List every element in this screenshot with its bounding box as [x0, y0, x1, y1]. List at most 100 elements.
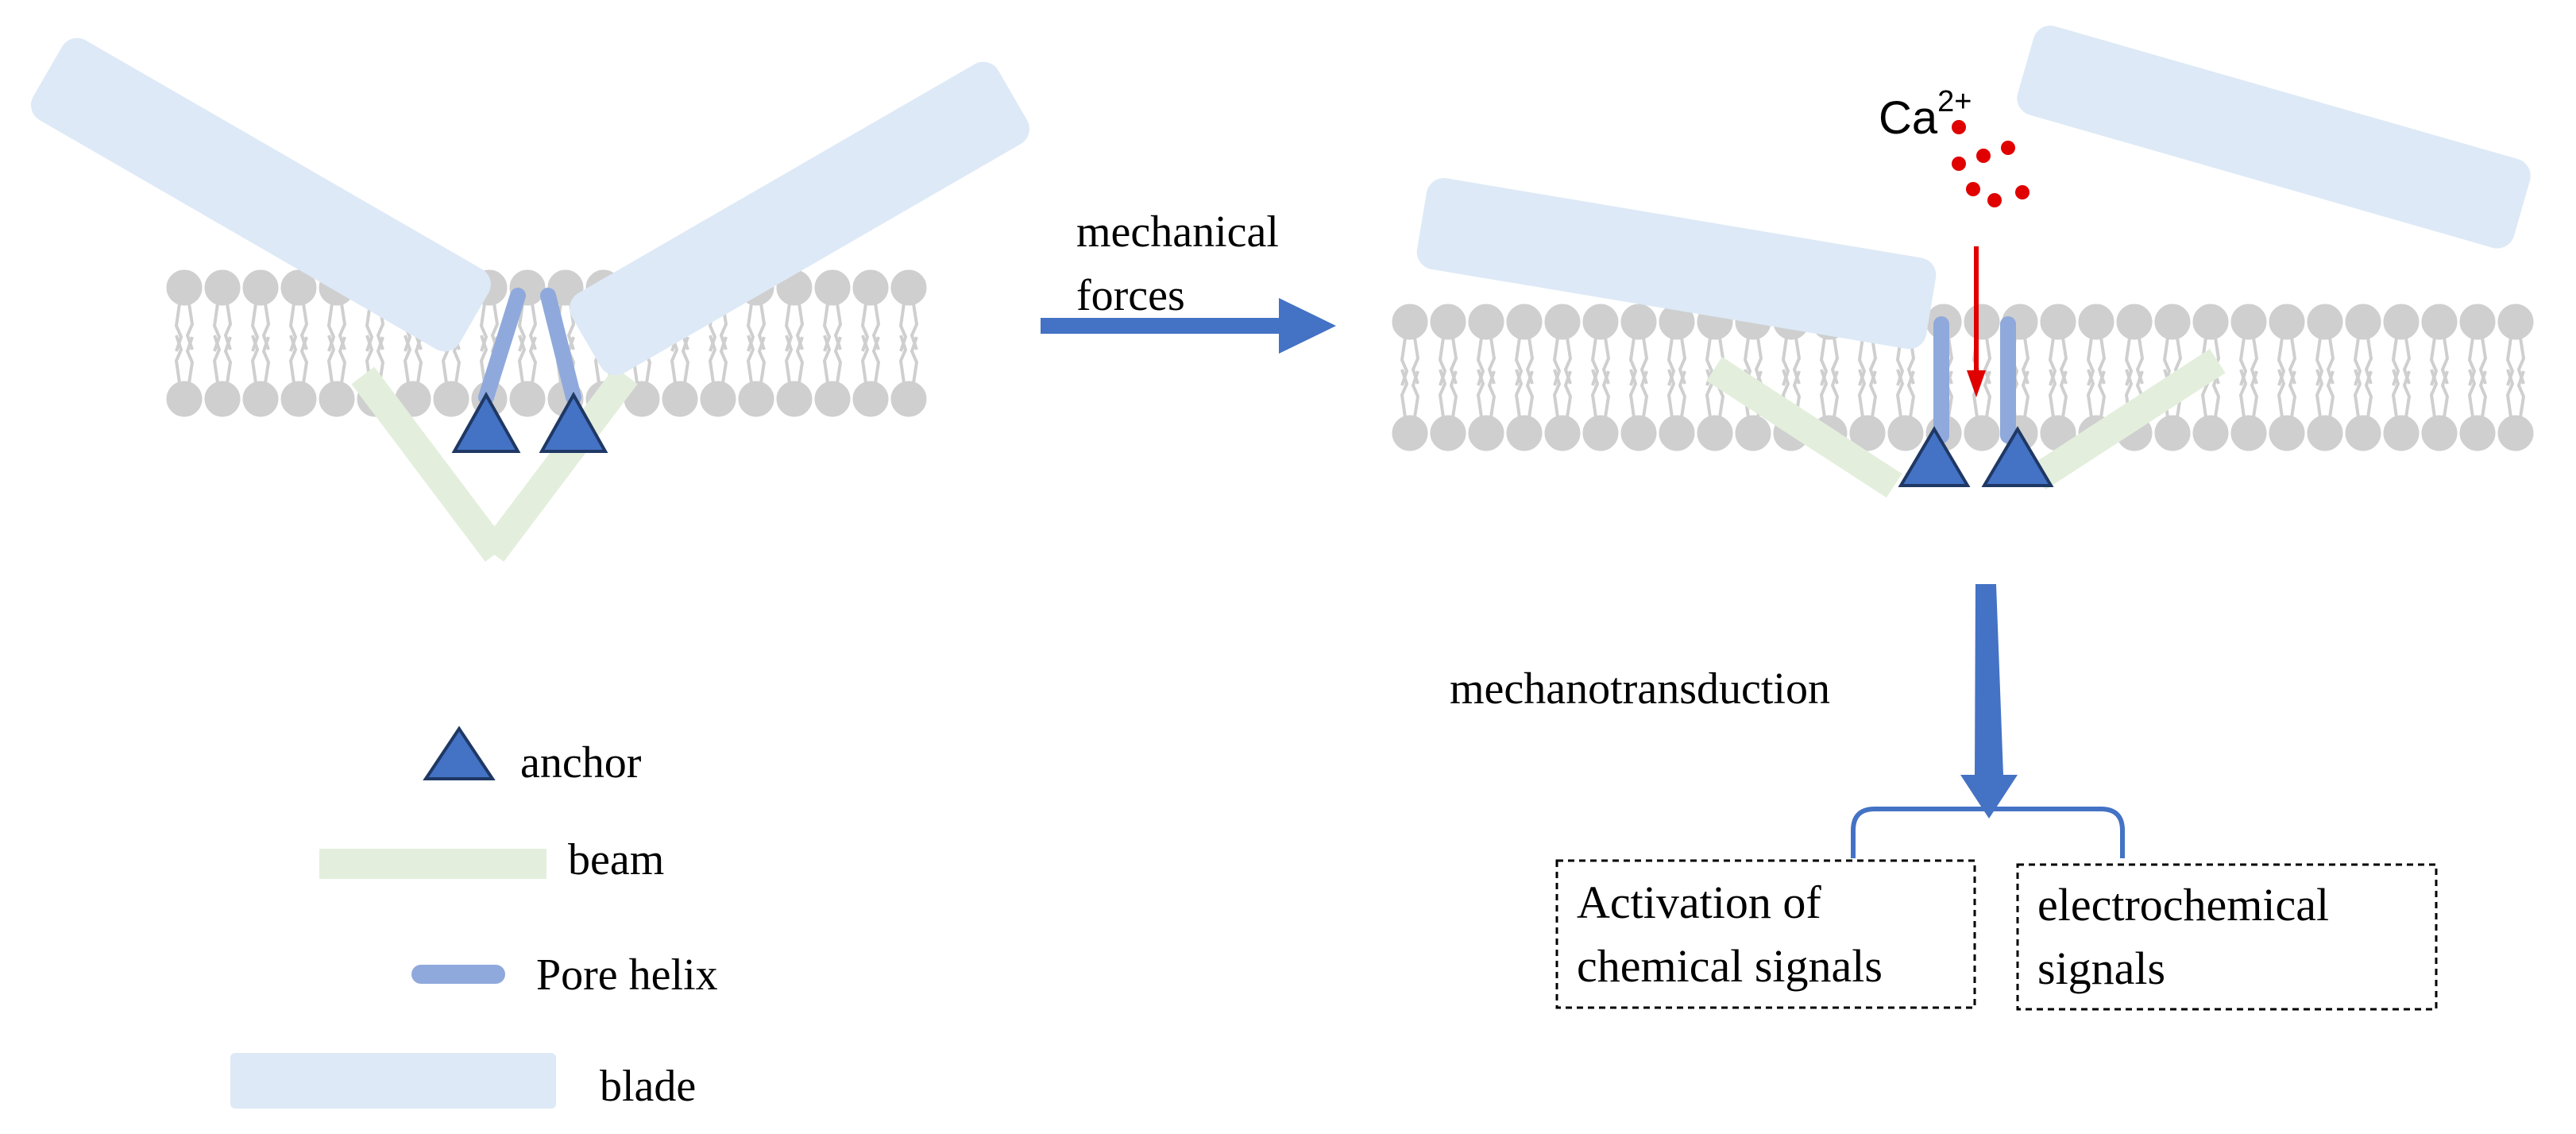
beam-right-open — [2030, 349, 2226, 490]
lipid-bottom — [1887, 368, 1925, 452]
lipid-bottom — [1543, 368, 1582, 452]
lipid-bottom — [1582, 368, 1620, 452]
lipid-bottom — [2039, 368, 2077, 452]
lipid-bottom — [2306, 368, 2344, 452]
lipid-top — [775, 269, 813, 353]
lipid-top — [1543, 303, 1582, 387]
beam-right-closed — [481, 366, 638, 562]
lipid-bottom — [737, 334, 775, 418]
blade-left-open — [1416, 178, 1937, 350]
lipid-top — [2344, 303, 2382, 387]
lipid-top — [2077, 303, 2115, 387]
lipid-top — [1658, 303, 1696, 387]
lipid-bottom — [699, 334, 737, 418]
output-bracket — [1851, 807, 2125, 858]
mechanical-forces-arrow — [1041, 298, 1336, 354]
pore-helix-right-closed — [540, 288, 581, 405]
ion-influx-arrow — [1967, 246, 1986, 397]
lipid-bottom — [1429, 368, 1467, 452]
lipid-bottom — [280, 334, 318, 418]
lipid-top — [1620, 303, 1658, 387]
lipid-bottom — [2420, 368, 2458, 452]
pore-helix-left-closed — [478, 288, 526, 405]
blade-right-closed — [570, 61, 1029, 376]
lipid-top — [2306, 303, 2344, 387]
lipid-top — [2420, 303, 2458, 387]
lipid-bottom — [1620, 368, 1658, 452]
lipid-bottom — [2268, 368, 2306, 452]
channel-open — [1416, 25, 2531, 498]
beam-left-closed — [351, 366, 508, 562]
legend-blade-label: blade — [600, 1062, 696, 1111]
legend-beam-icon — [319, 849, 546, 879]
lipid-top — [280, 269, 318, 353]
lipid-top — [241, 269, 280, 353]
lipid-top — [2115, 303, 2153, 387]
anchor-left-closed — [451, 391, 521, 453]
lipid-top — [2039, 303, 2077, 387]
anchor-left-open — [1898, 426, 1971, 487]
lipid-bottom — [852, 334, 890, 418]
lipid-bottom — [890, 334, 928, 418]
lipid-top — [203, 269, 241, 353]
lipid-bottom — [1848, 368, 1887, 452]
anchor-right-open — [1981, 426, 2054, 487]
mechanotransduction-arrow — [1960, 584, 2018, 819]
lipid-top — [2382, 303, 2420, 387]
lipid-bottom — [1963, 368, 2001, 452]
lipid-bottom — [1467, 368, 1505, 452]
blade-right-open — [2017, 25, 2531, 249]
electrochemical-signals-line1: electrochemical — [2037, 879, 2329, 931]
mechanical-forces-label-line1: mechanical — [1076, 207, 1279, 257]
legend: anchor beam Pore helix blade — [230, 726, 718, 1111]
mechanotransduction-label: mechanotransduction — [1450, 664, 1830, 714]
lipid-top — [852, 269, 890, 353]
lipid-bottom — [1658, 368, 1696, 452]
chemical-signals-line1: Activation of — [1577, 877, 1821, 928]
lipid-top — [1505, 303, 1543, 387]
lipid-top — [2268, 303, 2306, 387]
electrochemical-signals-line2: signals — [2037, 942, 2165, 994]
lipid-top — [1429, 303, 1467, 387]
lipid-bottom — [203, 334, 241, 418]
legend-beam-label: beam — [568, 835, 664, 884]
lipid-bottom — [508, 334, 546, 418]
lipid-bottom — [813, 334, 852, 418]
anchor-right-closed — [539, 391, 608, 453]
beam-left-open — [1706, 357, 1902, 498]
lipid-bottom — [241, 334, 280, 418]
chemical-signals-line2: chemical signals — [1577, 940, 1883, 992]
lipid-top — [1582, 303, 1620, 387]
lipid-bottom — [2382, 368, 2420, 452]
lipid-bottom — [2230, 368, 2268, 452]
lipid-bottom — [318, 334, 356, 418]
ion-base: Ca — [1879, 92, 1938, 144]
chemical-signals-box — [1555, 859, 1976, 1009]
lipid-bottom — [775, 334, 813, 418]
lipid-bottom — [2344, 368, 2382, 452]
legend-pore-helix-label: Pore helix — [536, 950, 718, 1000]
channel-closed — [31, 37, 1029, 562]
blade-left-closed — [31, 37, 491, 352]
calcium-ions — [1952, 120, 2030, 207]
legend-blade-icon — [230, 1053, 556, 1109]
legend-anchor-icon — [423, 726, 496, 780]
lipid-bottom — [165, 334, 203, 418]
lipid-top — [813, 269, 852, 353]
lipid-top — [2497, 303, 2535, 387]
legend-anchor-label: anchor — [520, 738, 642, 788]
lipid-top — [1391, 303, 1429, 387]
mechanical-forces-label-line2: forces — [1076, 271, 1185, 320]
lipid-bottom — [1391, 368, 1429, 452]
lipid-top — [1467, 303, 1505, 387]
lipid-bottom — [1505, 368, 1543, 452]
electrochemical-signals-box — [2016, 863, 2438, 1011]
lipid-top — [2458, 303, 2497, 387]
lipid-bottom — [2458, 368, 2497, 452]
ion-label: Ca2+ — [1879, 85, 1972, 144]
lipid-top — [165, 269, 203, 353]
lipid-top — [2230, 303, 2268, 387]
membrane-bilayer-open — [1391, 303, 2535, 452]
ion-charge: 2+ — [1937, 85, 1972, 118]
